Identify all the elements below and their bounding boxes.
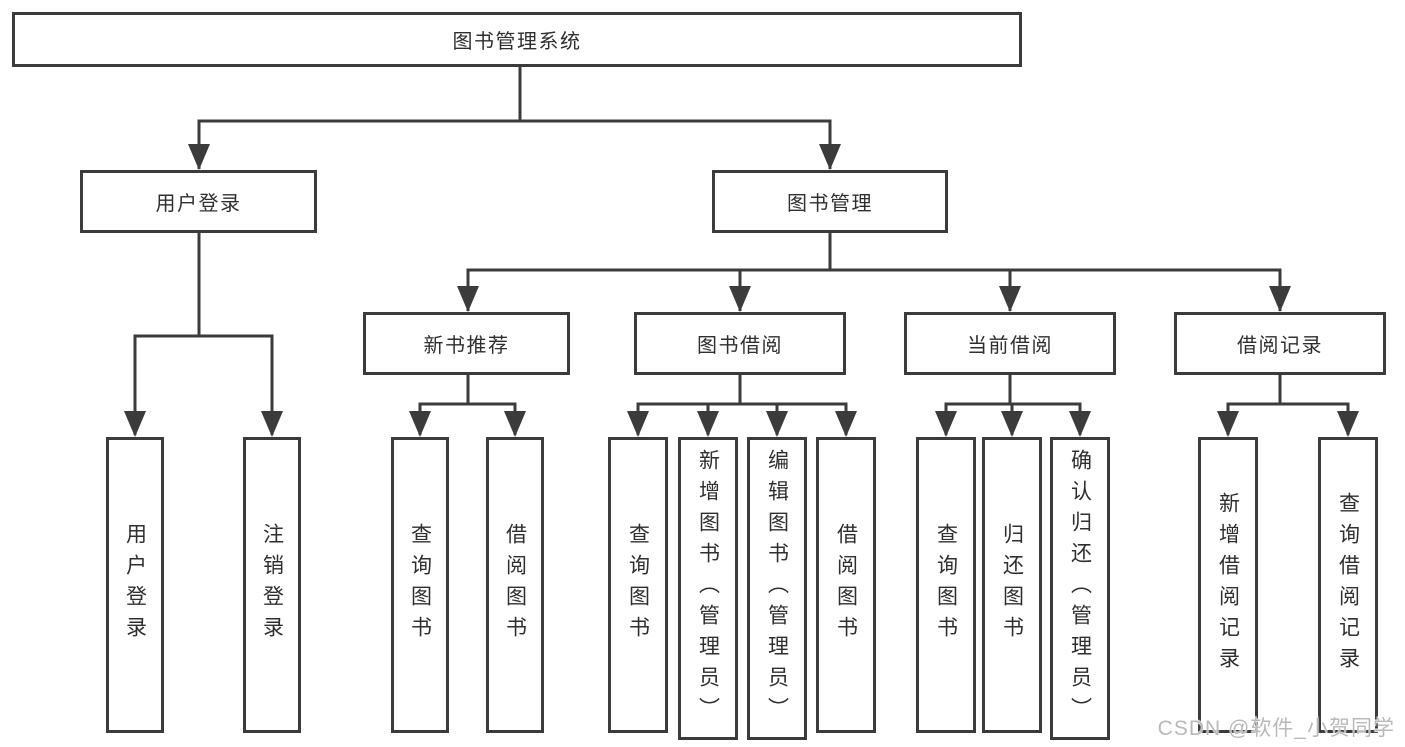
node-borrow-records-label: 借阅记录 (1237, 335, 1323, 357)
node-new-book-recommend-label: 新书推荐 (423, 335, 510, 357)
arrowhead-icon (1001, 411, 1023, 437)
node-root: 图书管理系统 (12, 12, 1022, 67)
leaf-user-login-label: 用户登录 (123, 523, 147, 647)
node-user-login-label: 用户登录 (155, 193, 242, 215)
leaf-bb-add-books-admin-label: 新增图书（管理员） (696, 449, 720, 728)
connector-userlogin-to-leaves (124, 233, 283, 437)
leaf-br-query-record-label: 查询借阅记录 (1336, 492, 1360, 678)
leaf-bb-add-books-admin: 新增图书（管理员） (678, 437, 738, 740)
leaf-nb-borrow-books: 借阅图书 (486, 437, 544, 733)
leaf-bb-query-books: 查询图书 (608, 437, 668, 733)
node-new-book-recommend: 新书推荐 (363, 312, 570, 375)
arrowhead-icon (409, 411, 431, 437)
node-book-management: 图书管理 (712, 170, 948, 233)
node-borrow-records: 借阅记录 (1174, 312, 1386, 375)
leaf-bb-edit-books-admin: 编辑图书（管理员） (747, 437, 807, 740)
leaf-cb-confirm-return-admin-label: 确认归还（管理员） (1068, 449, 1092, 728)
node-current-borrow-label: 当前借阅 (967, 335, 1053, 357)
leaf-br-query-record: 查询借阅记录 (1318, 437, 1378, 733)
node-book-management-label: 图书管理 (787, 193, 873, 215)
leaf-br-add-record: 新增借阅记录 (1198, 437, 1258, 733)
leaf-cb-return-books-label: 归还图书 (1000, 523, 1024, 647)
leaf-bb-borrow-books: 借阅图书 (816, 437, 876, 733)
arrowhead-icon (457, 286, 479, 312)
leaf-nb-query-books-label: 查询图书 (408, 523, 432, 647)
arrowhead-icon (729, 286, 751, 312)
arrowhead-icon (935, 411, 957, 437)
arrowhead-icon (1217, 411, 1239, 437)
connector-records-to-leaves (1217, 375, 1359, 437)
leaf-logout-label: 注销登录 (260, 523, 284, 647)
connector-newbooks-to-leaves (409, 375, 526, 437)
leaf-bb-edit-books-admin-label: 编辑图书（管理员） (765, 449, 789, 728)
leaf-cb-confirm-return-admin: 确认归还（管理员） (1050, 437, 1110, 740)
leaf-bb-borrow-books-label: 借阅图书 (834, 523, 858, 647)
connector-bookborrow-to-leaves (627, 375, 857, 437)
csdn-watermark: CSDN @软件_小贺同学 (1157, 717, 1395, 740)
arrowhead-icon (766, 411, 788, 437)
arrowhead-icon (627, 411, 649, 437)
arrowhead-icon (999, 286, 1021, 312)
leaf-user-login: 用户登录 (106, 437, 164, 733)
node-current-borrow: 当前借阅 (904, 312, 1116, 375)
arrowhead-icon (124, 411, 146, 437)
leaf-nb-query-books: 查询图书 (391, 437, 449, 733)
arrowhead-icon (188, 144, 210, 170)
connector-currentborrow-to-leaves (935, 375, 1091, 437)
arrowhead-icon (1269, 286, 1291, 312)
node-book-borrow: 图书借阅 (634, 312, 846, 375)
arrowhead-icon (697, 411, 719, 437)
connector-root-to-level1 (188, 67, 841, 170)
arrowhead-icon (835, 411, 857, 437)
node-root-label: 图书管理系统 (452, 31, 582, 53)
arrowhead-icon (261, 411, 283, 437)
leaf-logout: 注销登录 (243, 437, 301, 733)
arrowhead-icon (504, 411, 526, 437)
leaf-br-add-record-label: 新增借阅记录 (1216, 492, 1240, 678)
leaf-cb-query-books: 查询图书 (916, 437, 976, 733)
leaf-bb-query-books-label: 查询图书 (626, 523, 650, 647)
leaf-cb-query-books-label: 查询图书 (934, 523, 958, 647)
leaf-cb-return-books: 归还图书 (982, 437, 1042, 733)
arrowhead-icon (1337, 411, 1359, 437)
arrowhead-icon (1069, 411, 1091, 437)
connector-bookmgmt-to-sections (457, 233, 1291, 312)
arrowhead-icon (819, 144, 841, 170)
node-user-login: 用户登录 (80, 170, 317, 233)
leaf-nb-borrow-books-label: 借阅图书 (503, 523, 527, 647)
node-book-borrow-label: 图书借阅 (697, 335, 783, 357)
